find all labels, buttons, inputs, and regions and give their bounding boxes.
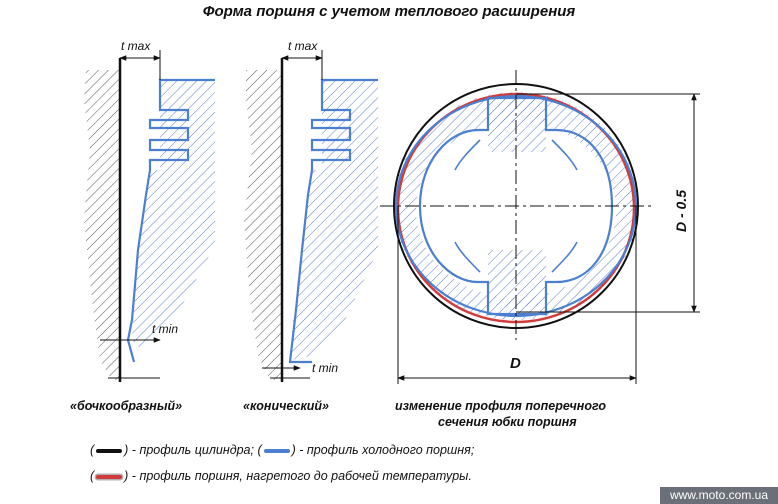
legend-paren-open-2: ( [90, 469, 95, 483]
tmax-label-2: t max [288, 39, 318, 53]
cylinder-wall-hatch-2 [244, 70, 282, 380]
conical-profile-panel: t max t min [244, 39, 378, 382]
legend-line-2: ( ) - профиль поршня, нагретого до рабоче… [90, 469, 472, 483]
cross-section-panel: D D - 0.5 [380, 70, 700, 384]
boss-bottom-hatch [488, 250, 546, 306]
legend-paren-open-1: ( [90, 443, 95, 457]
diameter-label: D [510, 355, 521, 372]
tmin-label-1: t min [152, 322, 178, 336]
boss-top-hatch [488, 96, 546, 152]
caption-section-line2: сечения юбки поршня [438, 415, 577, 429]
caption-conical: «конический» [243, 399, 330, 413]
legend-line-1: ( ) - профиль цилиндра; ( ) - профиль холо… [90, 443, 474, 457]
legend-hot-text: ) - профиль поршня, нагретого до рабочей… [124, 469, 472, 483]
piston-body-hatch [132, 80, 215, 348]
barrel-profile-panel: t max t min [84, 39, 215, 382]
piston-profile-line [126, 78, 215, 363]
watermark: www.moto.com.ua [660, 487, 778, 504]
cylinder-swatch [96, 448, 123, 453]
legend-cylinder-text: ) - профиль цилиндра; ( [124, 443, 262, 457]
piston-body-hatch-2 [292, 80, 378, 360]
piston-profile-line-2 [288, 78, 378, 364]
caption-barrel: «бочкообразный» [70, 399, 183, 413]
cold-piston-swatch [263, 448, 290, 453]
tmax-label-1: t max [121, 39, 151, 53]
caption-section-line1: изменение профиля поперечного [395, 399, 606, 413]
tmin-label-2: t min [312, 361, 338, 375]
legend-cold-text: ) - профиль холодного поршня; [291, 443, 475, 457]
diameter-minus-label: D - 0.5 [673, 190, 689, 232]
cylinder-wall-hatch [84, 70, 120, 380]
page-title: Форма поршня с учетом теплового расширен… [202, 3, 576, 20]
hot-piston-swatch [96, 474, 123, 479]
